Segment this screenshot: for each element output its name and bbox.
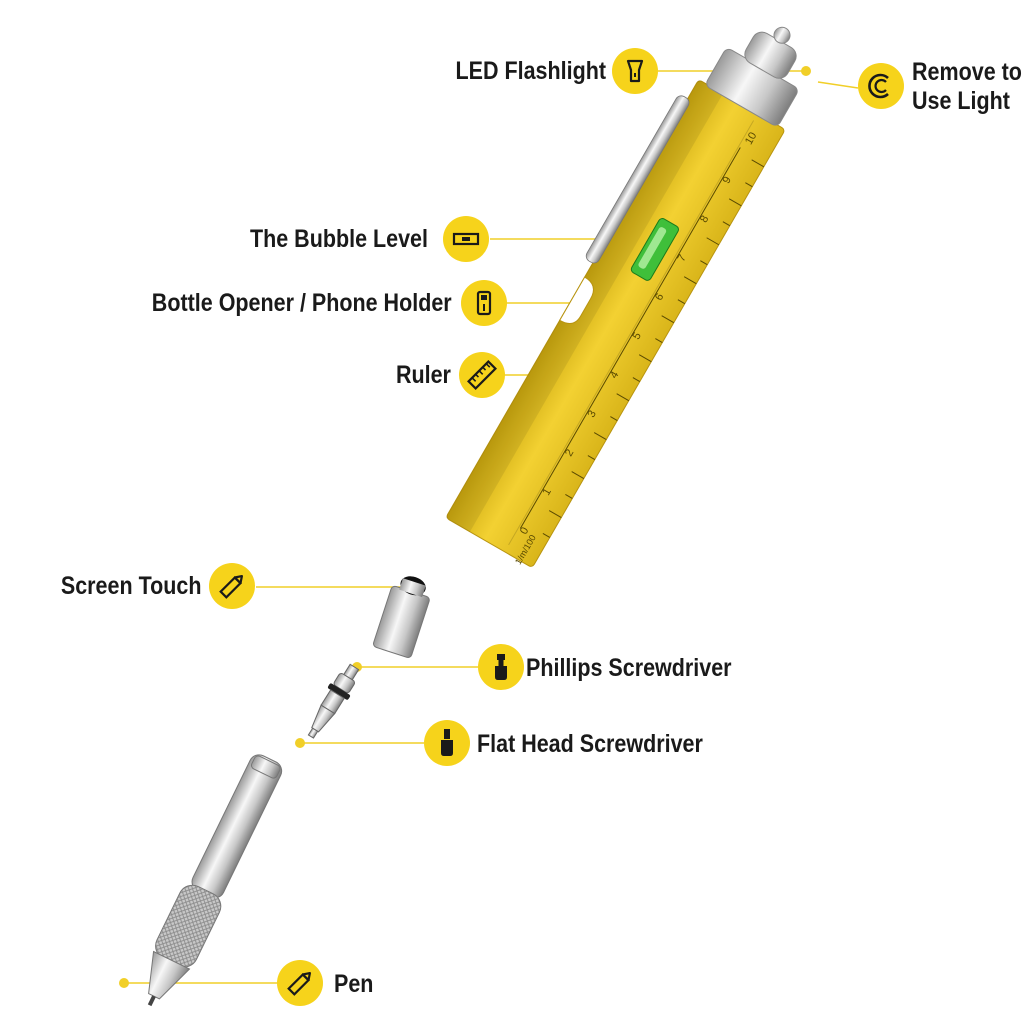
label-remove-line1: Remove to [912,58,1022,86]
pen-upper-body: 0 1 2 3 4 5 6 7 8 9 10 1/m/100 [445,26,798,567]
ruler-num-8: 8 [698,214,711,225]
label-remove-line2: Use Light [912,87,1010,115]
label-ruler: Ruler [396,361,451,389]
ruler-num-9: 9 [720,175,733,186]
pen-lower-body [147,754,283,1007]
ruler-num-1: 1 [540,486,553,497]
screwdriver-bits [307,663,360,739]
pencil-icon [277,960,323,1006]
label-phillips: Phillips Screwdriver [526,654,732,682]
ruler-icon [459,352,505,398]
pen-cone [148,950,191,1000]
label-pen: Pen [334,970,374,998]
ruler-ticks [519,147,765,538]
ruler-num-6: 6 [653,291,666,302]
label-screen-touch: Screen Touch [60,572,201,600]
label-bottle-opener: Bottle Opener / Phone Holder [152,289,452,317]
ruler-num-5: 5 [630,330,643,341]
pencil-icon [209,563,255,609]
rotate-icon [858,63,904,109]
opener-icon [461,280,507,326]
ruler-num-3: 3 [585,408,598,419]
screen-touch-tip [373,576,430,658]
label-flathead: Flat Head Screwdriver [477,730,703,758]
screwdriver-icon [478,644,524,690]
flashlight-icon [612,48,658,94]
ruler-num-2: 2 [563,447,576,458]
bottle-opener-notch [559,276,594,324]
pen-clip [585,95,690,264]
label-led-flashlight: LED Flashlight [455,57,607,85]
ruler-num-10: 10 [743,130,760,147]
level-icon [443,216,489,262]
ruler-num-0: 0 [518,525,531,536]
ruler-num-7: 7 [675,253,688,264]
screwdriver-icon [424,720,470,766]
label-bubble-level: The Bubble Level [249,225,428,253]
ruler-num-4: 4 [608,369,621,380]
leader-remove [817,81,859,89]
